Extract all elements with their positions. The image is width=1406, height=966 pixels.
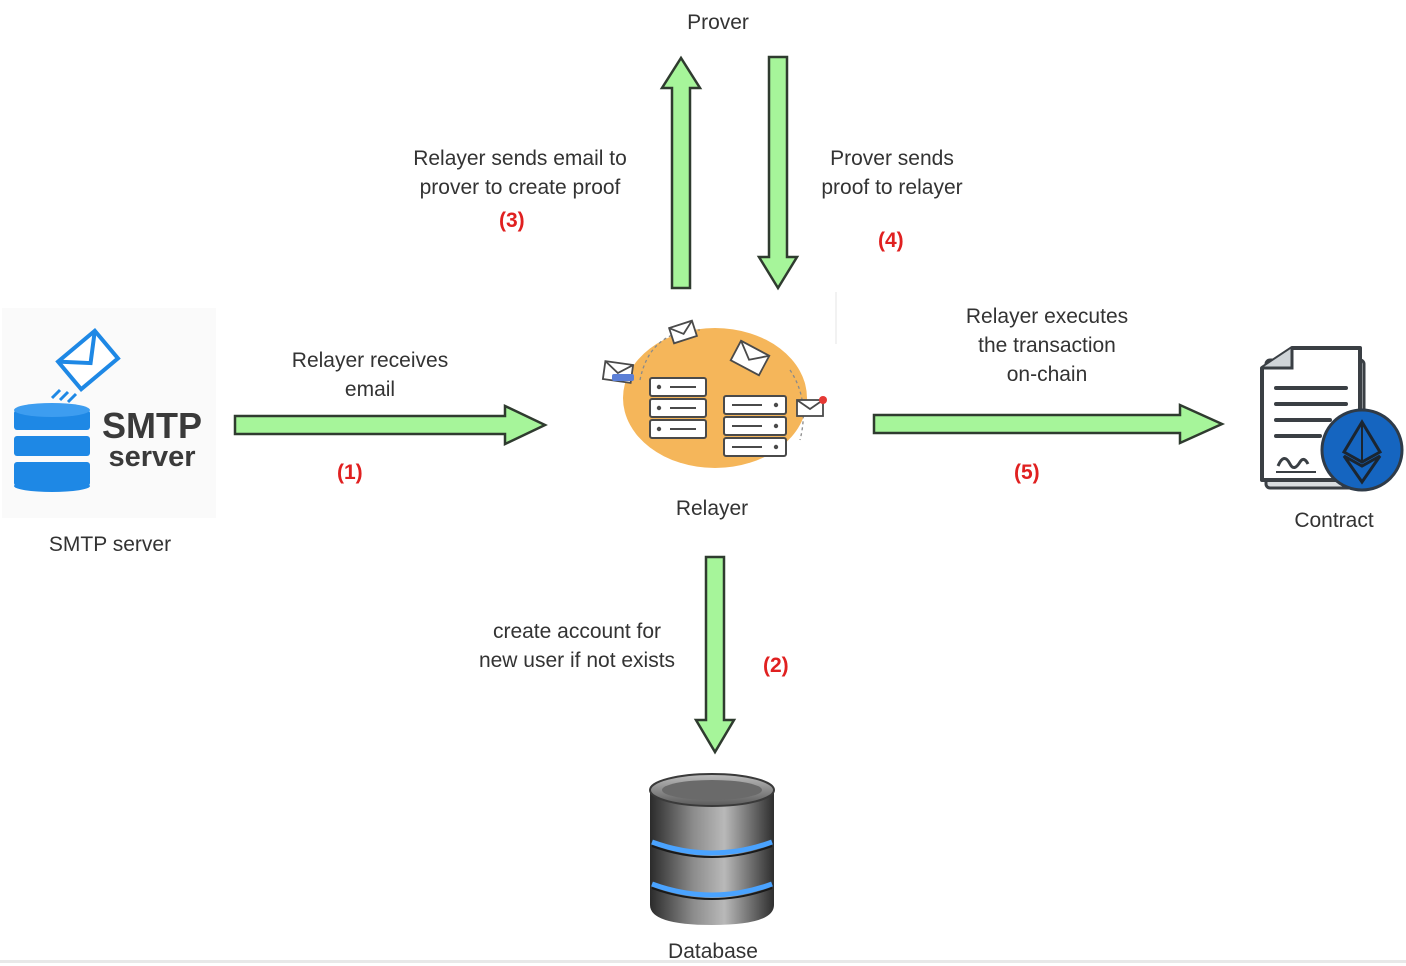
edge-create-account-line1: create account for (492, 620, 662, 643)
edge-prover-back-label: Prover sends proof to relayer (792, 144, 992, 202)
bottom-border (0, 960, 1406, 963)
step-1-badge: (1) (337, 461, 363, 484)
contract-document-icon (1260, 346, 1404, 492)
contract-label: Contract (1294, 509, 1374, 532)
edge-receive-line2: email (344, 378, 396, 401)
edge-execute-label: Relayer executes the transaction on-chai… (937, 302, 1157, 389)
edge-receive-label: Relayer receives email (260, 346, 480, 404)
edge-receive-line1: Relayer receives (291, 349, 449, 372)
edge-execute-line2: the transaction (978, 334, 1116, 357)
database-cylinder-icon (649, 773, 775, 925)
edge-create-account-line2: new user if not exists (478, 649, 676, 672)
edge-send-to-prover-line2: prover to create proof (419, 176, 621, 199)
arrow-relayer-to-database (693, 555, 737, 755)
edge-prover-back-line2: proof to relayer (821, 176, 963, 199)
arrow-relayer-to-prover (659, 55, 703, 290)
step-2-badge: (2) (763, 654, 789, 677)
step-5-badge: (5) (1014, 461, 1040, 484)
step-4-badge: (4) (878, 229, 904, 252)
smtp-server-icon: SMTP server (2, 308, 216, 518)
smtp-logo-text: SMTP (102, 405, 202, 446)
prover-label: Prover (687, 11, 749, 34)
edge-prover-back-line1: Prover sends (830, 147, 954, 170)
edge-send-to-prover-label: Relayer sends email to prover to create … (380, 144, 660, 202)
step-3-badge: (3) (499, 209, 525, 232)
edge-execute-line3: on-chain (1006, 363, 1088, 386)
arrow-prover-to-relayer (756, 55, 800, 291)
arrow-smtp-to-relayer (233, 404, 548, 446)
edge-send-to-prover-line1: Relayer sends email to (413, 147, 627, 170)
relayer-servers-icon (601, 319, 827, 468)
smtp-server-label: SMTP server (48, 533, 172, 556)
edge-execute-line1: Relayer executes (965, 305, 1129, 328)
relayer-label: Relayer (675, 497, 749, 520)
smtp-logo-subtext: server (108, 441, 195, 473)
database-label: Database (668, 940, 758, 963)
edge-create-account-label: create account for new user if not exist… (452, 617, 702, 675)
arrow-relayer-to-contract (872, 403, 1226, 445)
